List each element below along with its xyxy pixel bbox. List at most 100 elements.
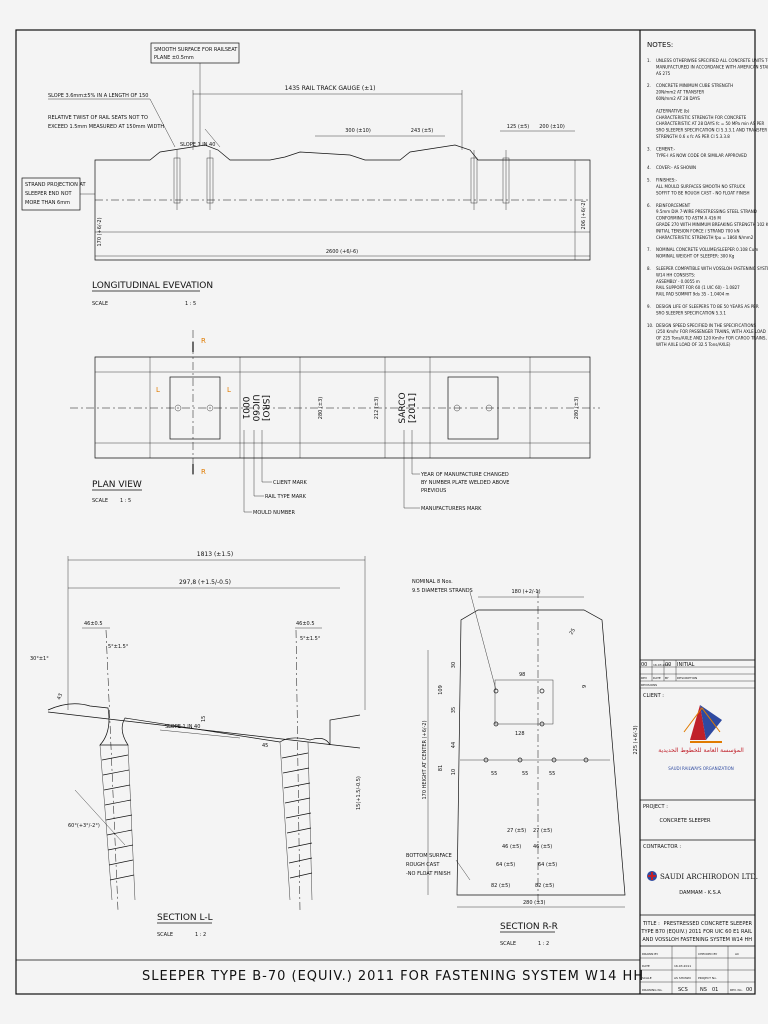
note-line: 20N/mm2 AT TRANSFER [656,90,704,95]
stamp-year: [2011] [408,393,418,423]
note-line: RAIL SUPPORT FOR 60 (1 UIC 60) - 1.0827 [656,285,740,290]
note-line: ALL MOULD SURFACES SMOOTH NO STRUCK [656,184,745,189]
checked-by-label: CHECKED BY [698,952,717,956]
rev-row1-date: 16.03.2011 [653,663,670,667]
note-line: REINFORCEMENT [656,203,691,208]
twist-note-line1: RELATIVE TWIST OF RAIL SEATS NOT TO [48,115,148,121]
note-line: ALTERNATIVE (b) [656,108,690,113]
dim-2600: 2600 (+6/-6) [326,249,358,255]
scale-label: SCALE [642,976,652,980]
stamp-rail-type: UIC60 [250,395,260,422]
archirodon-logo [647,871,657,881]
angle-60: 60°(+3°/-2°) [68,823,100,829]
dim-15: 15 [201,716,207,722]
note-line: SRO SLEEPER SPECIFICATION Cl 5.3.3.1 AND… [656,128,767,133]
note-line: GRADE 270 WITH MINIMUM BREAKING STRENGTH… [656,222,768,227]
slope-label: SLOPE 1 IN 40 [165,724,200,730]
dim-109: 109 [438,685,444,695]
dim-81: 81 [438,765,444,771]
twist-note-line2: EXCEED 1.5mm MEASURED AT 150mm WIDTH [48,124,164,130]
rev-head-no: REV [641,676,648,680]
rev-no-value: 00 [746,987,752,993]
project-label: PROJECT : [643,804,668,810]
dim-170: 170 (+6/-2) [97,217,103,246]
dim-64-a: 64 (±5) [496,862,515,868]
dim-15b: 15(+1.5/-0.5) [356,776,362,810]
drawing-no-label: DRAWING No. [642,988,663,992]
strands-line2: 9.5 DIAMETER STRANDS [412,588,473,594]
anchor-right [279,741,313,901]
rev-head-date: DATE [653,676,661,680]
date-label: DATE [642,964,650,968]
stamp-client: [SRO] [260,395,270,421]
section-ll-scale-value: 1 : 2 [195,932,206,938]
anchor-left [74,744,136,901]
note-line: TYPE-I AS NOW CODE OR SIMILAR APPROVED [655,153,747,158]
note-line: CHARACTERISTIC STRENGTH FOR CONCRETE [656,115,747,120]
scale-value: AS SHOWN [674,976,691,980]
dim-55-b: 55 [522,771,528,777]
drawing-no-3: 01 [712,987,718,993]
dim-1813: 1813 (±1.5) [197,551,233,558]
client-label: CLIENT : [643,693,664,699]
note-line: (250 Km/hr FOR PASSENGER TRAINS, WITH AX… [656,329,766,334]
dim-212: 212 (±3) [374,397,380,419]
sro-logo [683,705,722,743]
notes-panel: NOTES: 1.UNLESS OTHERWISE SPECIFIED ALL … [647,41,768,347]
section-ll-title: SECTION L-L [157,913,213,923]
dim-82-a: 82 (±5) [491,883,510,889]
angle-30: 30°±1° [30,656,49,662]
strand-note-line1: STRAND PROJECTION AT [25,182,86,188]
dim-44: 44 [451,742,457,748]
label-rail-type-mark: RAIL TYPE MARK [265,494,307,500]
note-line: SRO SLEEPER SPECIFICATION 5.3.1 [656,310,726,315]
height-center: 170 HEIGHT AT CENTER (+6/-2) [422,720,428,799]
dim-46-right: 46±0.5 [296,621,315,627]
drawing-frame [15,29,756,995]
note-line: DESIGN LIFE OF SLEEPERS TO BE 50 YEARS A… [656,304,759,309]
dim-45: 45 [262,743,268,749]
note-line: CHARACTERISTIC STRENGTH fpu = 1860 N/mm2 [656,235,754,240]
note-line: OF 225 Tons/AXLE AND 120 Km/hr FOR CARGO… [656,336,767,341]
note-line: INITIAL TENSION FORCE / STRAND 700 kN [656,228,739,233]
dim-128: 128 [515,731,525,737]
dim-280-a: 280 (±3) [318,397,324,419]
dim-200: 200 (±10) [539,124,565,130]
label-client-mark: CLIENT MARK [273,480,308,486]
elevation-scale-label: SCALE [92,301,108,307]
note-line: COVER:- AS SHOWN [656,165,696,170]
section-mark-l-left: L [156,386,160,394]
dim-82-b: 82 (±5) [535,883,554,889]
dim-27-b: 27 (±5) [533,828,552,834]
note-number: 2. [647,83,651,88]
strand-note-line3: MORE THAN 6mm [25,200,70,206]
note-number: 5. [647,178,651,183]
plan-view: R R L L [SRO] UIC60 0001 SARCO [2011] 28… [70,330,600,516]
dim-25: 25 [569,627,577,636]
label-year-line3: PREVIOUS [421,488,446,494]
section-r-r: 180 (+2/-1) NOMINAL 8 Nos. 9.5 DIAMETER … [406,579,639,947]
rev-row1-desc: INITIAL [677,662,695,668]
dim-180: 180 (+2/-1) [511,589,540,595]
section-ll-scale-label: SCALE [157,932,173,938]
strand-group [460,679,610,763]
note-line: CEMENT:- [656,146,676,151]
note-line: RAIL PAD SOMMIT 9ds 35 - 1.0404 m [656,292,730,297]
angle-5-right: 5°±1.5° [300,636,321,642]
title-line2: TYPE B70 (EQUIV.) 2011 FOR UIC 60 E1 RAI… [640,929,752,935]
dim-225: 225 (+6/-3) [633,725,639,754]
project-name: CONCRETE SLEEPER [659,818,711,824]
label-year-line2: BY NUMBER PLATE WELDED ABOVE [421,480,509,486]
note-number: 4. [647,165,651,170]
dim-243: 243 (±5) [411,128,433,134]
dim-55-c: 55 [549,771,555,777]
slope-note: SLOPE 3.6mm±5% IN A LENGTH OF 150 [48,93,148,99]
title-line3: AND VOSSLOH FASTENING SYSTEM W14 HH [642,937,752,943]
note-line: CONFORMING TO ASTM A 416 M [656,216,721,221]
dim-35: 35 [451,707,457,713]
dim-280-bottom: 280 (±3) [523,900,545,906]
note-number: 10. [647,323,653,328]
dim-46-b: 46 (±5) [533,844,552,850]
plan-scale-label: SCALE [92,498,108,504]
plan-title: PLAN VIEW [92,480,142,490]
